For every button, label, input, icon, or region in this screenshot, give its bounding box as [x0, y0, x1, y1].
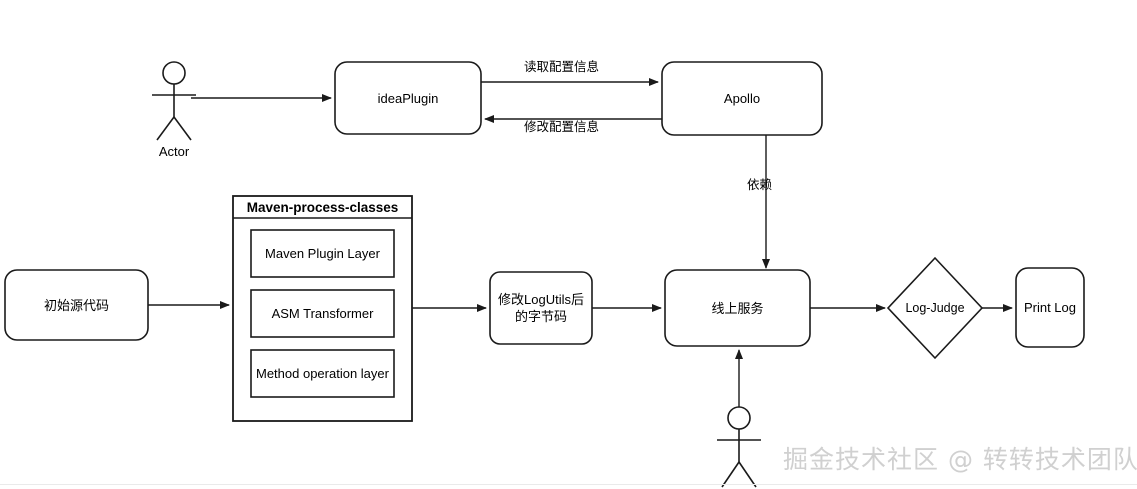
- actor-top-figure: [152, 61, 196, 141]
- node-idea-plugin[interactable]: [334, 61, 482, 135]
- node-apollo[interactable]: [661, 61, 823, 136]
- node-online-service[interactable]: [664, 269, 811, 347]
- watermark-text: 掘金技术社区 @ 转转技术团队: [783, 445, 1137, 474]
- actor-bottom-figure: [717, 406, 761, 488]
- read-config-label: 读取配置信息: [523, 60, 599, 74]
- actor-top-caption: Actor: [158, 144, 190, 159]
- node-source-code[interactable]: [4, 269, 149, 341]
- node-bytecode[interactable]: [489, 271, 593, 345]
- node-method-operation-layer[interactable]: [250, 349, 395, 398]
- bottom-divider: [0, 484, 1137, 485]
- node-log-judge[interactable]: [886, 256, 984, 360]
- node-asm-transformer[interactable]: [250, 289, 395, 338]
- dependency-label: 依赖: [747, 178, 773, 192]
- node-print-log[interactable]: [1015, 267, 1085, 348]
- node-maven-plugin-layer[interactable]: [250, 229, 395, 278]
- maven-container-title: Maven-process-classes: [246, 199, 399, 215]
- modify-config-label: 修改配置信息: [523, 120, 599, 134]
